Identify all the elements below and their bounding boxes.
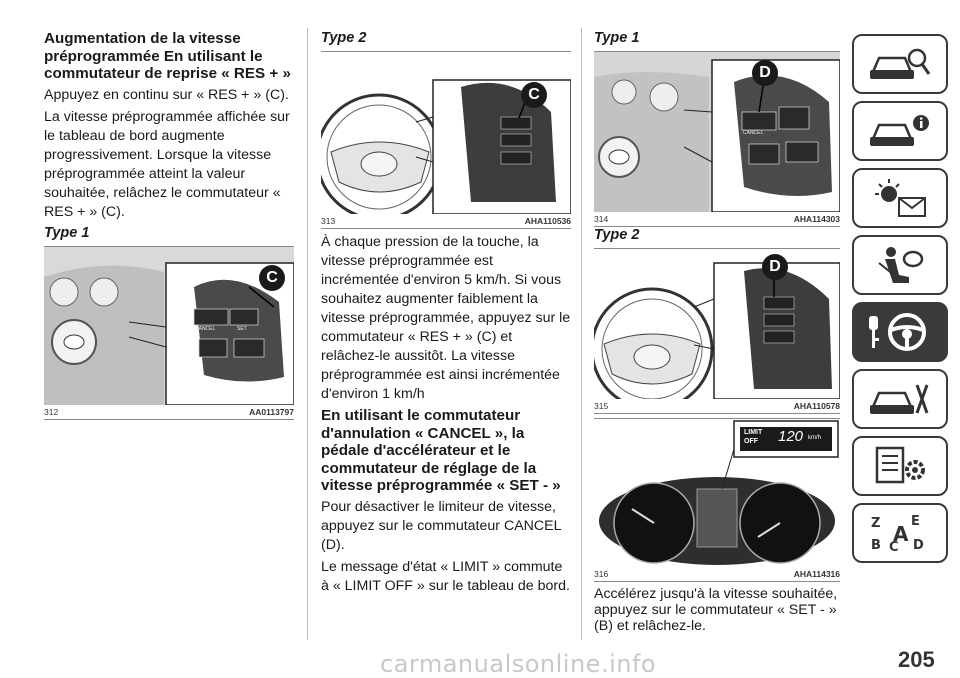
- figure-code: AA0113797: [249, 406, 294, 417]
- figure-code: AHA114316: [793, 569, 840, 579]
- car-info-icon: [870, 115, 929, 146]
- svg-text:E: E: [911, 514, 920, 529]
- figure-caption: 315 AHA110578: [594, 399, 840, 414]
- paragraph: Pour désactiver le limiteur de vitesse, …: [321, 498, 561, 553]
- airbag-seat-icon: [878, 247, 924, 283]
- tab-emergency[interactable]: [852, 369, 948, 429]
- figure-314: CANCEL D: [594, 51, 840, 212]
- type-label: Type 2: [321, 30, 367, 46]
- watermark: carmanualsonline.info: [380, 650, 657, 678]
- column-divider: [581, 28, 582, 640]
- figure-number: 313: [321, 216, 336, 226]
- column-divider: [307, 28, 308, 640]
- speed-unit: km/h: [808, 435, 822, 441]
- settings-list-icon: [875, 446, 925, 484]
- callout-d: D: [752, 60, 778, 86]
- figure-caption: 312 AA0113797: [44, 405, 294, 420]
- car-search-icon: [870, 48, 931, 79]
- warning-light-message-icon: [875, 179, 926, 217]
- paragraph: Appuyez en continu sur « RES + » (C).: [44, 86, 289, 103]
- tab-maintenance[interactable]: [852, 436, 948, 496]
- button-label-cancel: CANCEL: [195, 325, 216, 332]
- figure-caption: 313 AHA110536: [321, 214, 571, 229]
- svg-text:C: C: [889, 540, 899, 555]
- tab-warning-lights[interactable]: [852, 168, 948, 228]
- tab-starting-driving[interactable]: [852, 302, 948, 362]
- button-label-cancel: CANCEL: [743, 130, 764, 136]
- column-2: Type 2 C 313 AHA110536 À chaque pression…: [321, 30, 571, 599]
- paragraph: À chaque pression de la touche, la vites…: [321, 234, 571, 402]
- type-label: Type 2: [594, 227, 640, 243]
- figure-code: AHA114303: [793, 214, 840, 224]
- figure-315: D: [594, 248, 840, 399]
- tab-airbag-seat[interactable]: [852, 235, 948, 295]
- limit-speed: 120: [778, 428, 804, 445]
- paragraph: La vitesse préprogrammée affichée sur le…: [44, 108, 290, 220]
- figure-code: AHA110578: [793, 401, 840, 411]
- key-steering-wheel-icon: [869, 313, 926, 351]
- figure-number: 315: [594, 401, 609, 411]
- figure-number: 312: [44, 406, 59, 417]
- callout-d: D: [762, 254, 788, 280]
- callout-c: C: [259, 264, 285, 291]
- off-label: OFF: [744, 438, 758, 445]
- figure-316: LIMIT OFF 120 km/h: [594, 418, 840, 567]
- page-number: 205: [898, 647, 935, 672]
- svg-text:A: A: [893, 522, 909, 546]
- type-label: Type 1: [44, 224, 90, 241]
- figure-313: C: [321, 51, 571, 214]
- figure-code: AHA110536: [524, 216, 571, 226]
- column-3: Type 1 CANCEL D 314 AHA114303 Type 2: [594, 30, 840, 637]
- svg-text:D: D: [913, 538, 924, 553]
- section-heading-res: Augmentation de la vitesse préprogrammée…: [44, 30, 291, 82]
- figure-312: CANCEL SET C: [44, 245, 294, 405]
- figure-caption: 316 AHA114316: [594, 567, 840, 582]
- paragraph: Le message d'état « LIMIT » commute à « …: [321, 558, 570, 594]
- section-heading-cancel: En utilisant le commutateur d'annulation…: [321, 407, 561, 494]
- svg-text:B: B: [871, 538, 881, 553]
- limit-label: LIMIT: [744, 429, 763, 436]
- paragraph: Accélérez jusqu'à la vitesse souhaitée, …: [594, 586, 838, 634]
- button-label-set: SET: [237, 325, 247, 332]
- tab-car-search[interactable]: [852, 34, 948, 94]
- figure-number: 314: [594, 214, 609, 224]
- callout-c: C: [521, 82, 547, 108]
- car-tools-icon: [870, 384, 929, 414]
- type-label: Type 1: [594, 30, 640, 46]
- figure-number: 316: [594, 569, 609, 579]
- tab-car-info[interactable]: [852, 101, 948, 161]
- svg-text:Z: Z: [871, 516, 880, 531]
- column-1: Augmentation de la vitesse préprogrammée…: [44, 30, 294, 424]
- figure-caption: 314 AHA114303: [594, 212, 840, 227]
